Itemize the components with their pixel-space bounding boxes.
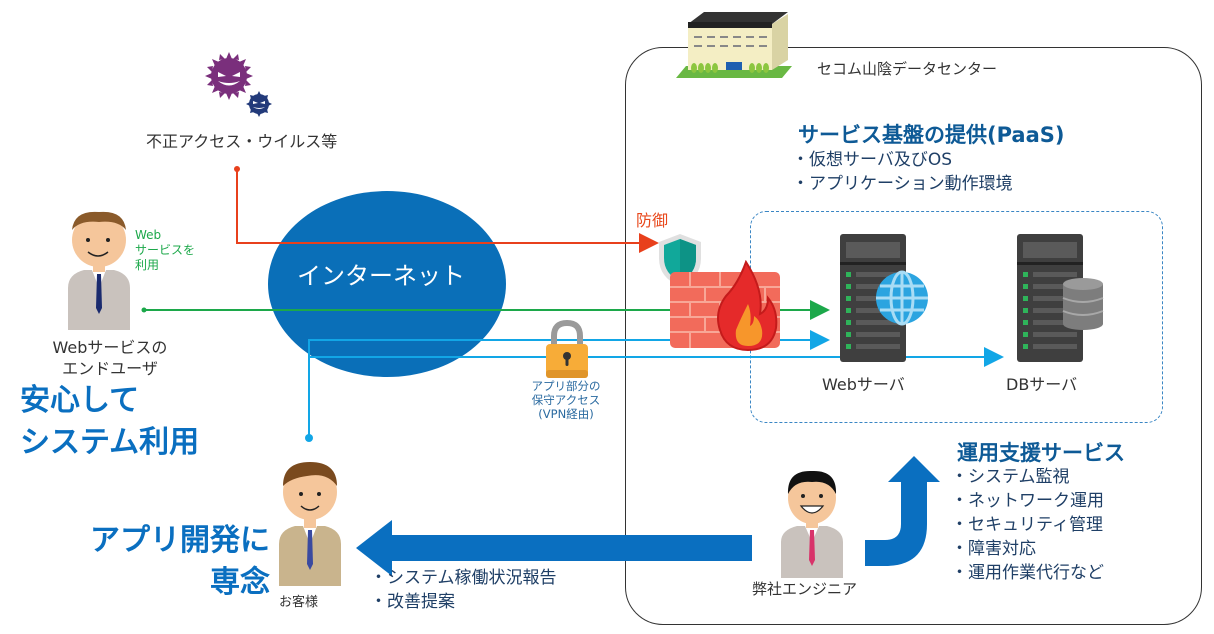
paas-list: ・仮想サーバ及びOS ・アプリケーション動作環境	[792, 148, 1013, 196]
datacenter-name: セコム山陰データセンター	[817, 60, 998, 78]
datacenter-building-icon	[676, 12, 792, 78]
defense-label: 防御	[636, 211, 669, 230]
web-server-label: Webサーバ	[822, 375, 905, 394]
operations-item: ・ネットワーク運用	[951, 491, 1104, 511]
db-server-icon	[1017, 234, 1104, 362]
operations-item: ・障害対応	[951, 539, 1036, 559]
report-arrow	[356, 520, 752, 576]
vpn-label-line: アプリ部分の	[531, 379, 601, 393]
engineer-label: 弊社エンジニア	[752, 580, 858, 598]
operations-item: ・システム監視	[951, 467, 1070, 487]
use-line: サービスを	[135, 243, 196, 257]
vpn-label-line: 保守アクセス	[531, 393, 601, 407]
benefit-line: 専念	[210, 565, 270, 600]
virus-icon	[205, 52, 272, 117]
web-service-use-label: Web サービスを 利用	[135, 228, 195, 273]
end-user-benefit: 安心して システム利用	[20, 380, 199, 464]
web-server-icon	[840, 234, 928, 362]
engineer-avatar	[781, 470, 843, 578]
customer-benefit: アプリ開発に 専念	[90, 520, 270, 604]
operations-title: 運用支援サービス	[957, 441, 1125, 465]
vpn-label: アプリ部分の 保守アクセス (VPN経由)	[513, 379, 619, 421]
end-user-label-line: Webサービスの	[52, 338, 168, 357]
threat-line	[236, 169, 659, 253]
paas-item: ・仮想サーバ及びOS	[792, 150, 953, 170]
end-user-label: Webサービスの エンドユーザ	[30, 337, 190, 379]
use-line: 利用	[135, 258, 160, 272]
use-line: Web	[135, 228, 162, 242]
firewall-icon	[670, 260, 780, 352]
benefit-line: アプリ開発に	[90, 523, 270, 558]
internet-cloud	[268, 191, 506, 377]
report-item: ・改善提案	[370, 592, 455, 612]
internet-label: インターネット	[297, 262, 465, 290]
end-user-avatar	[68, 211, 130, 330]
benefit-line: システム利用	[20, 425, 200, 460]
report-item: ・システム稼働状況報告	[370, 568, 557, 588]
db-server-label: DBサーバ	[1006, 375, 1078, 394]
lock-icon	[546, 320, 588, 378]
customer-avatar	[279, 462, 341, 586]
paas-item: ・アプリケーション動作環境	[792, 174, 1013, 194]
operations-item: ・セキュリティ管理	[951, 515, 1103, 535]
end-user-label-line: エンドユーザ	[62, 359, 158, 378]
benefit-line: 安心して	[20, 383, 140, 418]
operations-list: ・システム監視 ・ネットワーク運用 ・セキュリティ管理 ・障害対応 ・運用作業代…	[951, 465, 1104, 585]
operations-item: ・運用作業代行など	[951, 563, 1104, 583]
vpn-label-line: (VPN経由)	[538, 407, 594, 421]
threat-label: 不正アクセス・ウイルス等	[146, 132, 338, 151]
operations-arrow	[865, 456, 940, 566]
paas-title: サービス基盤の提供(PaaS)	[798, 123, 1065, 147]
report-list: ・システム稼働状況報告 ・改善提案	[370, 566, 557, 614]
vpn-line-web	[308, 330, 830, 438]
customer-label: お客様	[279, 595, 319, 610]
